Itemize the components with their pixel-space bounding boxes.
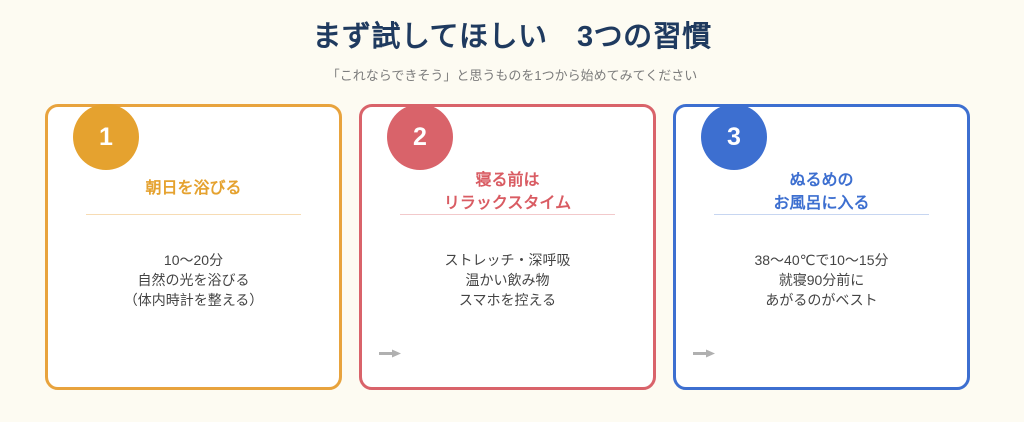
habit-card-3: 3 ぬるめのお風呂に入る 38〜40℃で10〜15分就寝90分前にあがるのがベス… [673, 104, 970, 390]
habit-number-badge-1: 1 [73, 104, 139, 170]
habit-title-2: 寝る前はリラックスタイム [443, 172, 572, 213]
arrow-right-icon [379, 349, 401, 358]
habit-body-3: 38〜40℃で10〜15分就寝90分前にあがるのがベスト [754, 252, 889, 308]
habit-body-1: 10〜20分自然の光を浴びる（体内時計を整える） [123, 252, 264, 308]
habit-divider-1 [86, 214, 301, 215]
habit-number-badge-3: 3 [701, 104, 767, 170]
arrow-right-icon [693, 349, 715, 358]
habit-number-badge-2: 2 [387, 104, 453, 170]
habit-cards-row: 1 朝日を浴びる 10〜20分自然の光を浴びる（体内時計を整える） 2 寝る前は… [45, 104, 971, 392]
habit-title-3: ぬるめのお風呂に入る [773, 172, 870, 213]
page-title: まず試してほしい 3つの習慣 [312, 21, 712, 53]
page-subtitle: 「これならできそう」と思うものを1つから始めてみてください [326, 68, 698, 83]
habit-divider-2 [400, 214, 615, 215]
habit-card-2: 2 寝る前はリラックスタイム ストレッチ・深呼吸温かい飲み物スマホを控える [359, 104, 656, 390]
habit-divider-3 [714, 214, 929, 215]
habit-body-2: ストレッチ・深呼吸温かい飲み物スマホを控える [444, 252, 571, 308]
habit-card-1: 1 朝日を浴びる 10〜20分自然の光を浴びる（体内時計を整える） [45, 104, 342, 390]
habit-title-1: 朝日を浴びる [145, 180, 242, 197]
